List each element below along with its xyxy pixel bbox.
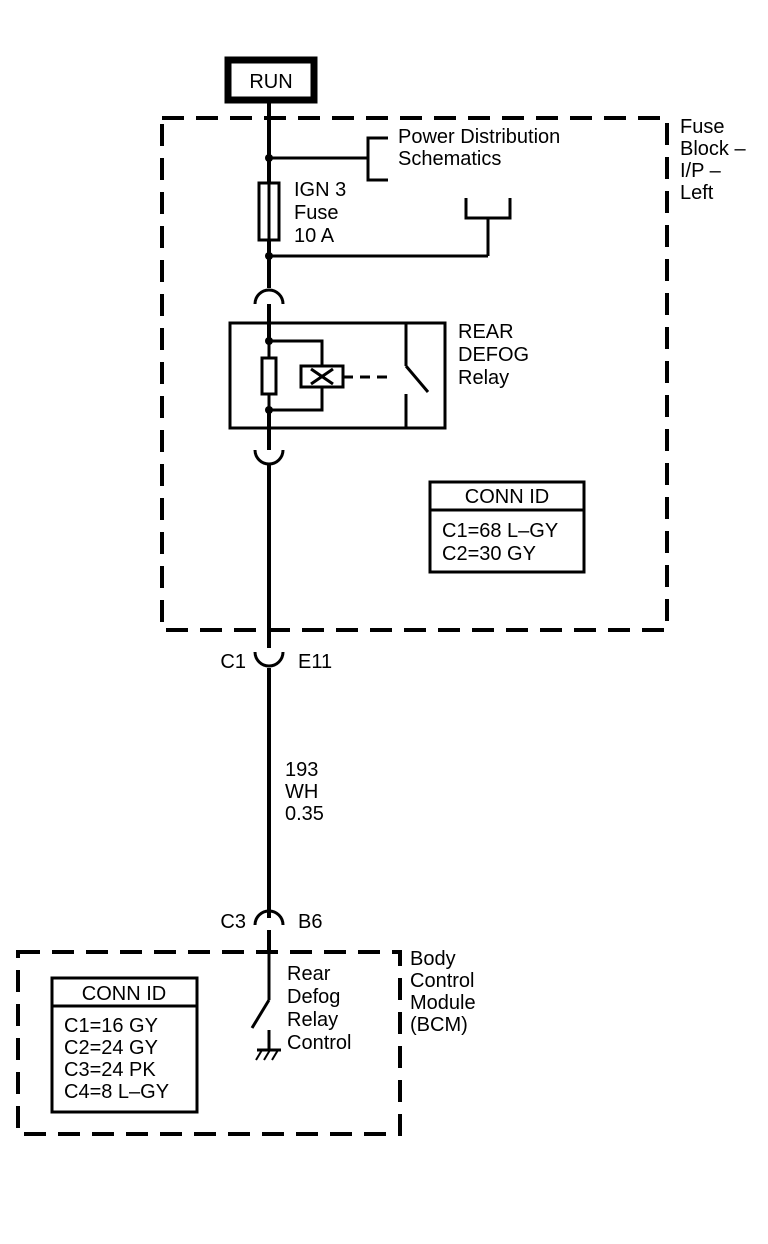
bus-branch (265, 198, 512, 260)
relay-label-line-3: Relay (458, 367, 509, 389)
fuse-block-title-line-3: I/P – (680, 160, 722, 182)
connector-top-right-label: E11 (298, 651, 332, 673)
power-distribution-line-2: Schematics (398, 148, 501, 170)
rear-defog-relay: REAR DEFOG Relay (228, 304, 529, 450)
fuse-block-title-line-2: Block – (680, 138, 746, 160)
bcm-boundary (16, 950, 402, 1136)
run-power-source: RUN (224, 56, 318, 104)
fuse-block-conn-id-entry-2: C2=30 GY (442, 543, 536, 565)
switch-label-line-4: Control (287, 1032, 351, 1054)
fuse-label-line-2: Fuse (294, 202, 338, 224)
power-distribution-reference: Power Distribution Schematics (265, 126, 560, 182)
fuse-block-boundary (160, 116, 669, 632)
wire-label-line-3: 0.35 (285, 803, 324, 825)
fuse-block-conn-id-entry-1: C1=68 L–GY (442, 520, 558, 542)
fuse-block-title: Fuse Block – I/P – Left (680, 116, 746, 204)
power-distribution-line-1: Power Distribution (398, 126, 560, 148)
connector-c1-e11: C1 E11 (220, 651, 332, 673)
fuse-block-title-line-4: Left (680, 182, 714, 204)
connector-bottom-left-label: C3 (220, 911, 246, 933)
fuse-label-line-3: 10 A (294, 225, 335, 247)
bcm-conn-id-header: CONN ID (82, 983, 166, 1005)
bcm-conn-id-entry-2: C2=24 GY (64, 1037, 158, 1059)
relay-connector-top (253, 288, 285, 305)
wire-label-line-2: WH (285, 781, 318, 803)
fuse-label-line-1: IGN 3 (294, 179, 346, 201)
fuse-block-conn-id-header: CONN ID (465, 486, 549, 508)
switch-label-line-2: Defog (287, 986, 340, 1008)
bcm-conn-id-entry-1: C1=16 GY (64, 1015, 158, 1037)
bcm-conn-id-entry-4: C4=8 L–GY (64, 1081, 169, 1103)
relay-switch-icon (404, 365, 430, 393)
wire-193-label: 193 WH 0.35 (285, 759, 324, 825)
bcm-relay-control-switch: Rear Defog Relay Control (250, 930, 351, 1061)
bcm-title-line-3: Module (410, 992, 476, 1014)
connector-c3-b6: C3 B6 (220, 909, 322, 933)
switch-label-line-3: Relay (287, 1009, 338, 1031)
relay-connector-bottom (253, 449, 285, 466)
fuse-block-title-line-1: Fuse (680, 116, 724, 138)
ground-icon (255, 1048, 281, 1061)
bcm-title-line-1: Body (410, 948, 456, 970)
run-label: RUN (249, 71, 292, 93)
switch-icon (250, 999, 271, 1029)
switch-label-line-1: Rear (287, 963, 331, 985)
relay-label-line-1: REAR (458, 321, 514, 343)
connector-top-left-label: C1 (220, 651, 246, 673)
fuse-block-conn-id-table: CONN ID C1=68 L–GY C2=30 GY (428, 480, 586, 574)
relay-label-line-2: DEFOG (458, 344, 529, 366)
ign3-fuse: IGN 3 Fuse 10 A (257, 179, 346, 247)
wire-label-line-1: 193 (285, 759, 318, 781)
bcm-title: Body Control Module (BCM) (410, 948, 476, 1036)
connector-bottom-right-label: B6 (298, 911, 322, 933)
bcm-conn-id-table: CONN ID C1=16 GY C2=24 GY C3=24 PK C4=8 … (50, 976, 199, 1114)
bcm-conn-id-entry-3: C3=24 PK (64, 1059, 156, 1081)
bcm-title-line-2: Control (410, 970, 474, 992)
bcm-title-line-4: (BCM) (410, 1014, 468, 1036)
